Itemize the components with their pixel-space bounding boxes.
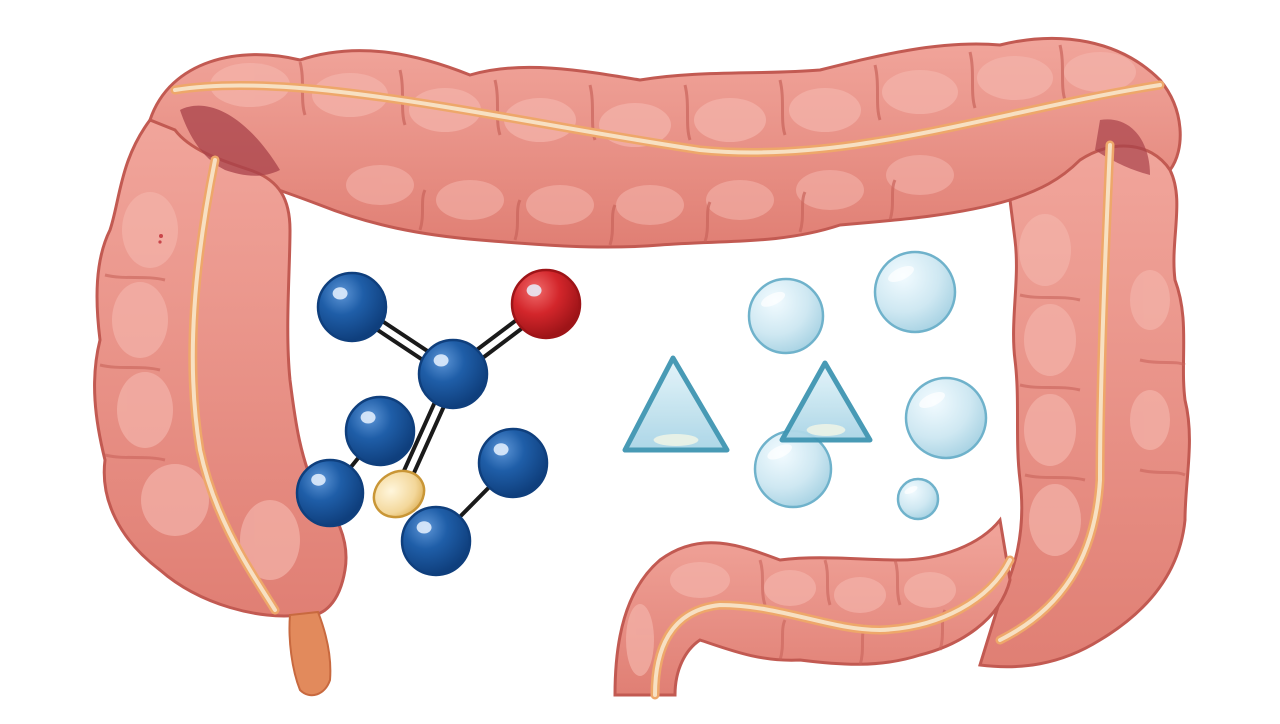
atom-highlight	[311, 473, 326, 486]
water-bubble	[873, 250, 957, 334]
appendix	[288, 610, 332, 697]
ascending-colon	[93, 105, 348, 697]
crystal-highlight	[806, 424, 846, 436]
water-crystals	[622, 355, 873, 453]
bubble-highlight	[761, 291, 786, 307]
atom-highlight	[416, 521, 432, 534]
crystal-highlight	[653, 434, 699, 446]
water-bubble	[896, 477, 940, 521]
atom-blue	[344, 395, 416, 467]
atom-yellow	[372, 469, 426, 519]
atom-highlight	[433, 354, 449, 367]
atom-highlight	[332, 287, 348, 300]
atom-blue	[295, 458, 365, 528]
large-crystal	[622, 355, 730, 453]
molecule-model	[295, 268, 582, 577]
atom-highlight	[526, 284, 542, 297]
water-bubbles	[747, 250, 988, 521]
atom-blue	[417, 338, 489, 410]
atom-highlight	[493, 443, 509, 456]
atom-red	[510, 268, 582, 340]
atom-highlight	[360, 411, 376, 424]
water-bubble	[747, 277, 825, 355]
bubble-highlight	[767, 444, 792, 460]
small-crystal	[779, 360, 873, 443]
transverse-colon	[148, 36, 1182, 249]
atom-blue	[477, 427, 549, 499]
descending-colon	[978, 119, 1191, 669]
atom-blue	[316, 271, 388, 343]
bubble-highlight	[919, 391, 945, 409]
colon	[93, 36, 1191, 700]
water-bubble	[904, 376, 988, 460]
atom-blue	[400, 505, 472, 577]
bubble-highlight	[904, 485, 918, 495]
sigmoid-colon	[613, 516, 1015, 700]
bubble-highlight	[888, 265, 914, 283]
